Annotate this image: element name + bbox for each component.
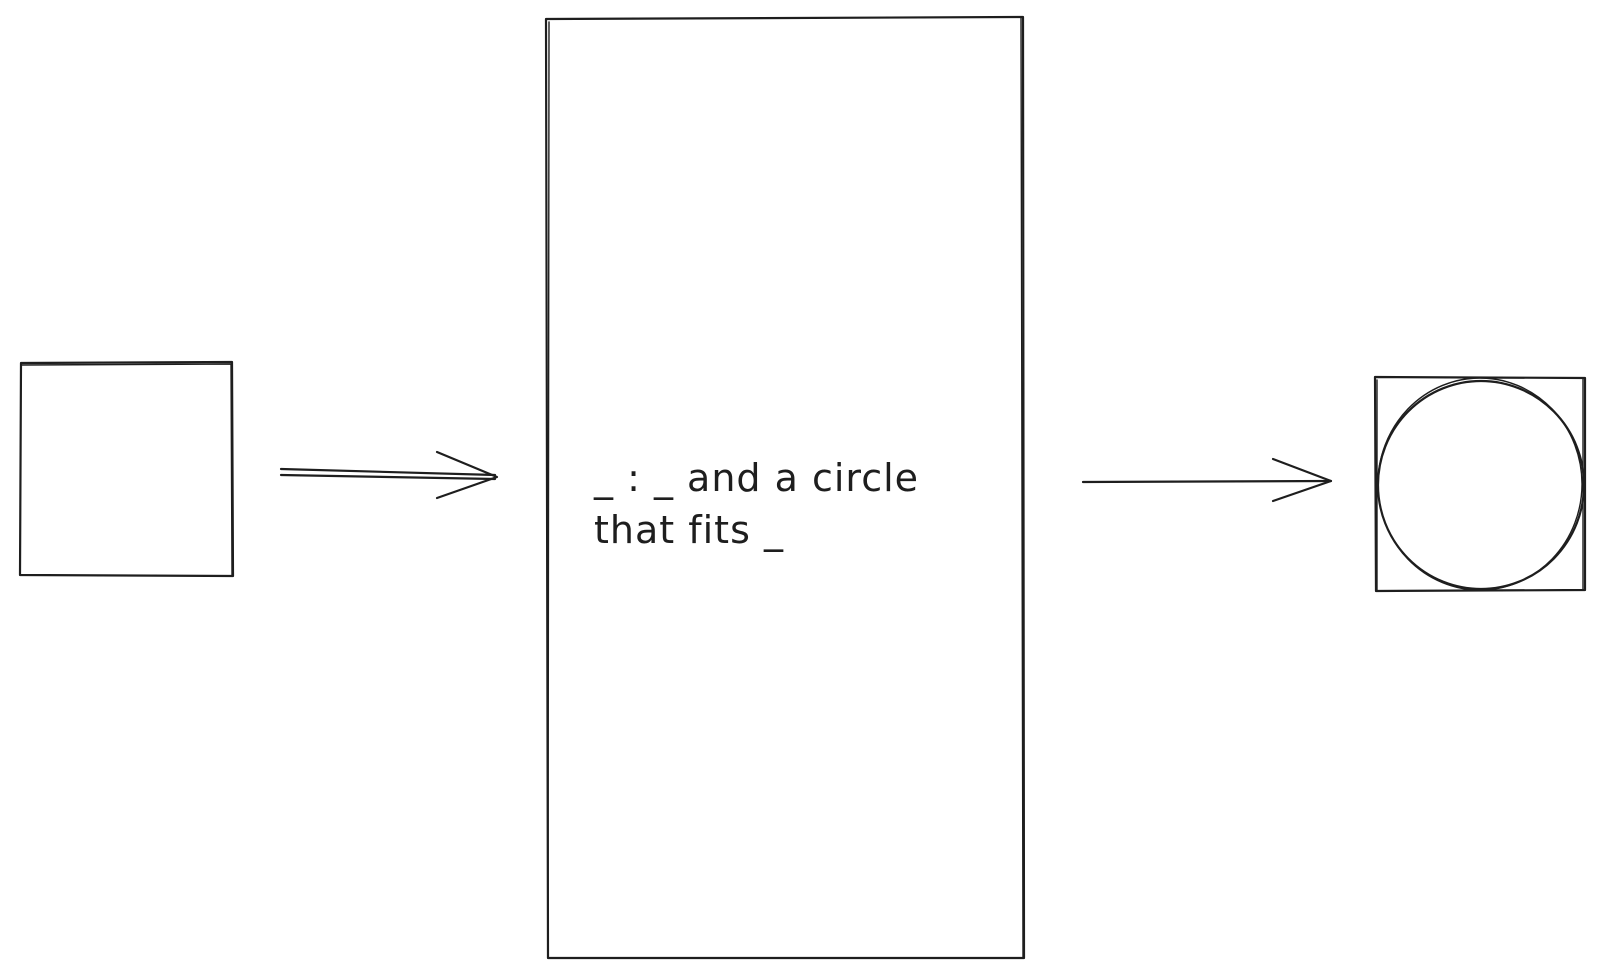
process-box[interactable] <box>544 15 1026 960</box>
arrow-process-to-output[interactable] <box>1081 457 1333 503</box>
arrow-input-to-process[interactable] <box>279 450 499 500</box>
process-label-line-1: _ : _ and a circle <box>594 456 920 500</box>
process-label-line-2: that fits _ <box>594 508 784 552</box>
input-square[interactable] <box>18 360 235 578</box>
process-label: _ : _ and a circle that fits _ <box>594 452 1014 556</box>
output-square-circle[interactable] <box>1373 375 1587 593</box>
